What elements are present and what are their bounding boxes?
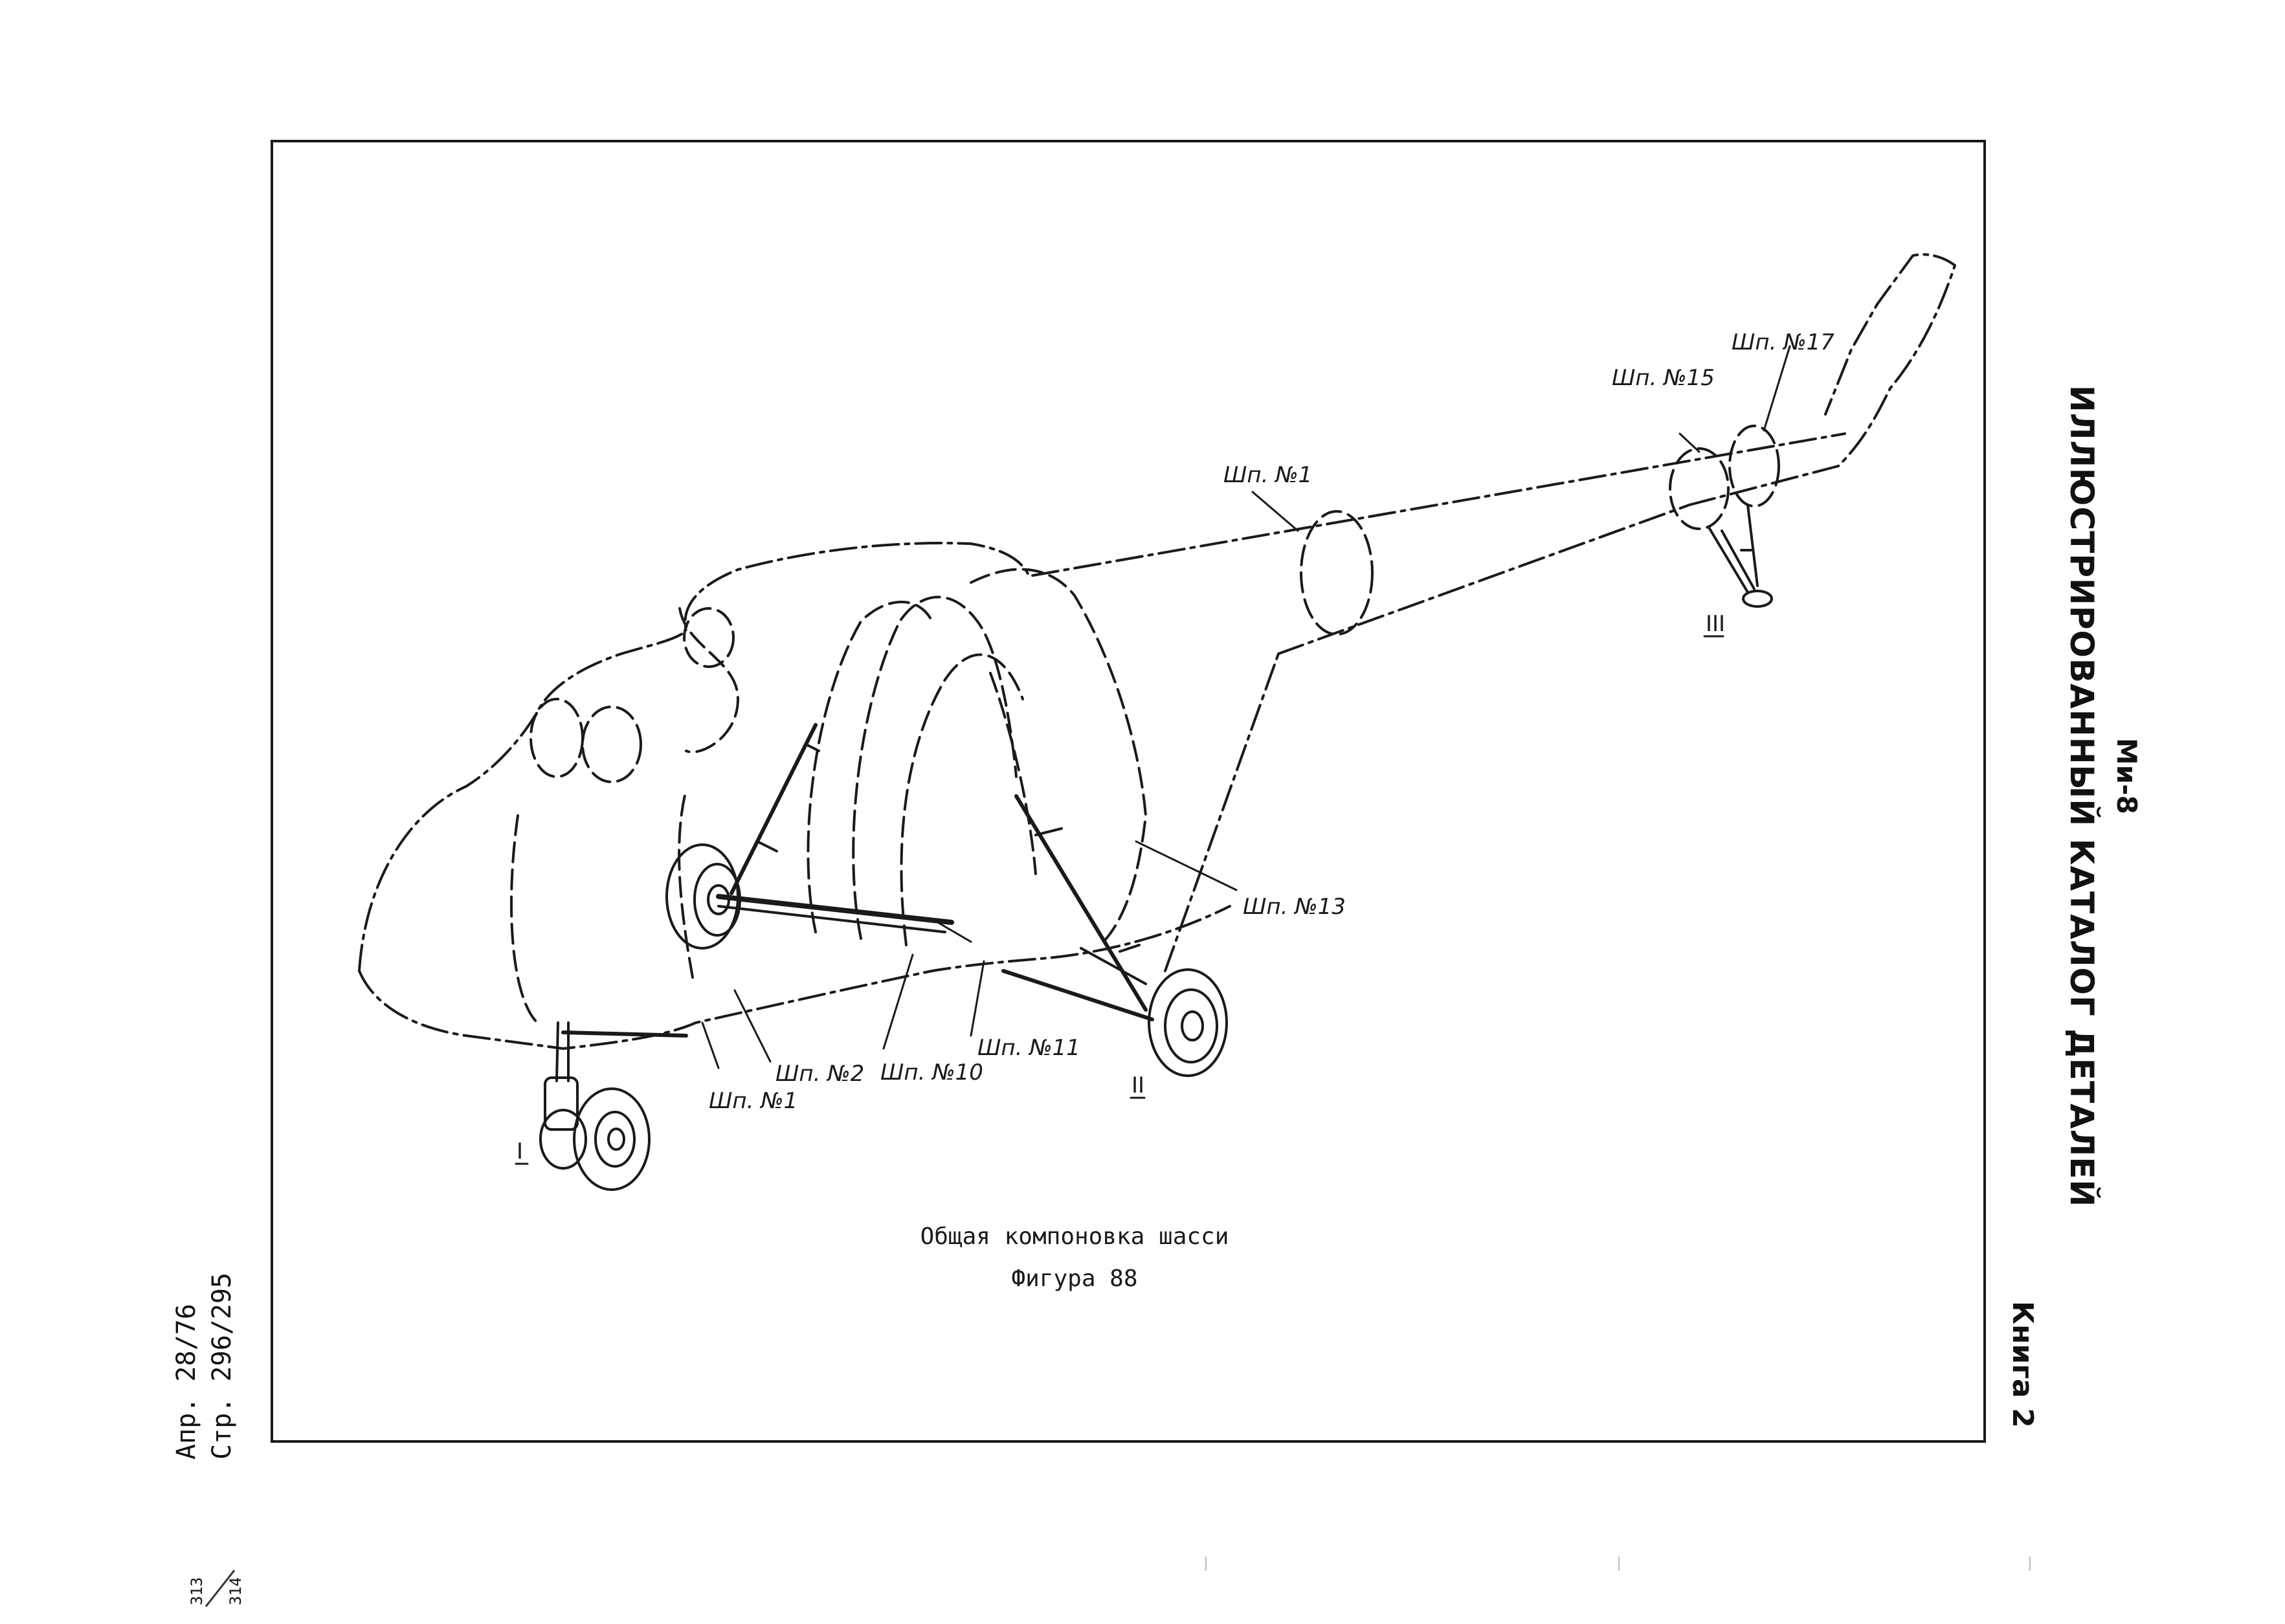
leader-lines [701,345,1791,1069]
figure-number: Фигура 88 [1011,1265,1138,1292]
gear-label-nose: I [517,1139,523,1164]
callout-frame11: Шп. №11 [977,1035,1080,1061]
nose-gear [539,1021,688,1191]
gear-label-tail: III [1706,611,1725,637]
callout-frame13: Шп. №13 [1243,894,1346,920]
catalog-title: ИЛЛЮСТРИРОВАННЫЙ КАТАЛОГ ДЕТАЛЕЙ [2063,385,2101,1208]
callout-frame1-tail: Шп. №1 [1223,462,1312,488]
scan-mark [2029,1557,2031,1571]
callout-frame15: Шп. №15 [1612,365,1715,391]
scan-mark [1205,1557,1207,1571]
callout-frame10: Шп. №10 [880,1060,983,1085]
page-reference: Стр. 296/295 [207,1273,237,1460]
drawing-frame [271,140,1986,1443]
main-gear [665,723,1228,1077]
frame-sections [510,425,1780,1024]
callout-frame17: Шп. №17 [1732,329,1834,355]
model-title: Ми-8 [2111,738,2143,814]
callout-frame1: Шп. №1 [709,1088,797,1114]
figure-caption: Общая компоновка шасси [920,1223,1229,1250]
revision-date: Апр. 28/76 [172,1304,201,1460]
tail-bumper [1708,504,1773,608]
fuselage-outline [358,253,1956,1050]
sheet-fraction-slash [205,1570,236,1607]
scan-mark [1618,1557,1620,1571]
callout-frame2: Шп. №2 [775,1061,864,1087]
book-label: Книга 2 [2006,1301,2039,1428]
numeral-underlines [515,635,1724,1165]
gear-label-main: II [1131,1073,1144,1098]
